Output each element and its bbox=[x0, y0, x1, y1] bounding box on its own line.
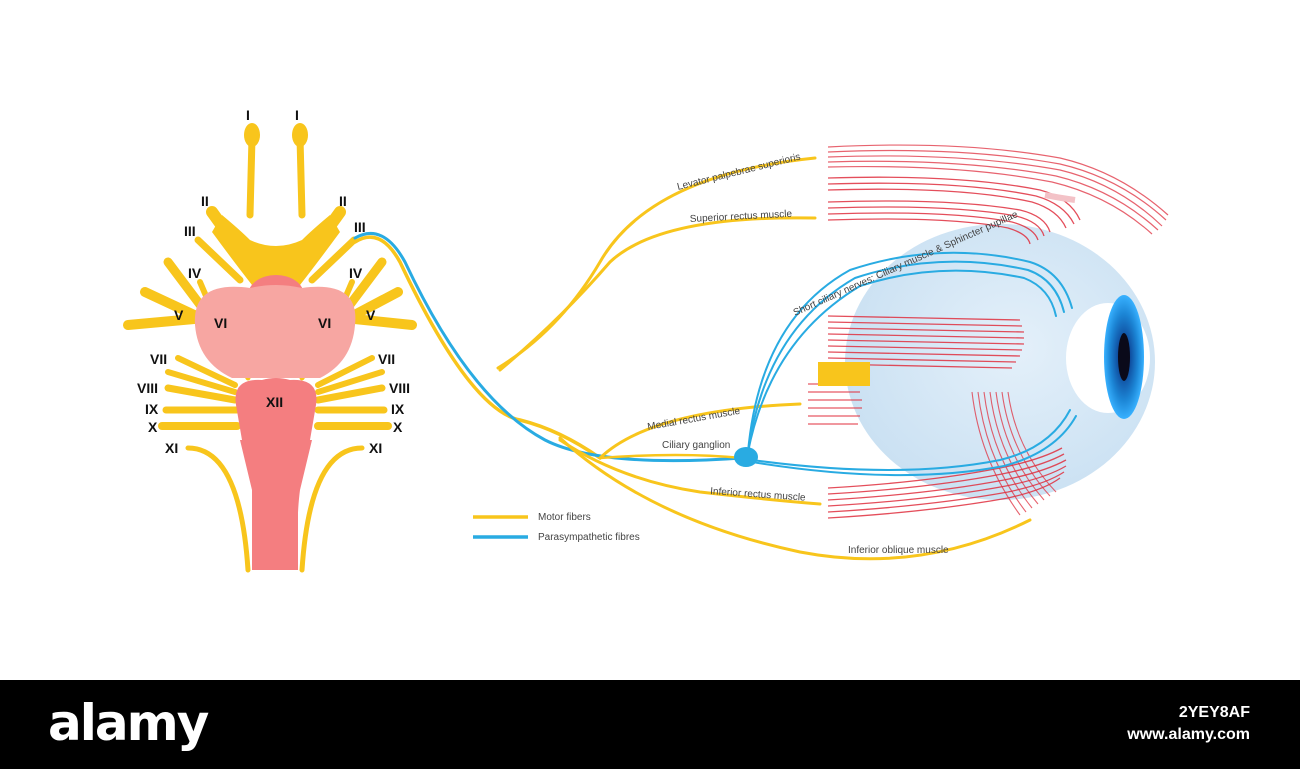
image-id: 2YEY8AF bbox=[1178, 704, 1250, 721]
label-n5-left: V bbox=[174, 307, 184, 323]
label-n4-left: IV bbox=[188, 265, 202, 281]
brainstem-body bbox=[194, 275, 356, 570]
label-inferior-rectus: Inferior rectus muscle bbox=[710, 486, 807, 504]
tendon bbox=[1044, 192, 1076, 203]
label-n1-right: I bbox=[295, 107, 299, 123]
brainstem-group: I I II II III III IV IV V V VI VI VII VI… bbox=[123, 107, 417, 573]
short-ciliary-nerve-5 bbox=[751, 415, 1077, 477]
label-ciliary-ganglion: Ciliary ganglion bbox=[662, 440, 730, 451]
olfactory-bulb-left bbox=[244, 123, 260, 147]
branch-inferior-rectus bbox=[558, 438, 822, 506]
pupil bbox=[1118, 333, 1130, 381]
short-ciliary-nerve-3 bbox=[747, 269, 1057, 453]
label-n8-left: VIII bbox=[137, 380, 158, 396]
nerve-number-labels: I I II II III III IV IV V V VI VI VII VI… bbox=[137, 107, 410, 456]
branch-medial-rectus bbox=[598, 402, 802, 460]
label-n5-right: V bbox=[366, 307, 376, 323]
label-n4-right: IV bbox=[349, 265, 363, 281]
label-superior-rectus: Superior rectus muscle bbox=[690, 209, 793, 225]
label-n2-right: II bbox=[339, 193, 347, 209]
label-medial-rectus: Medial rectus muscle bbox=[647, 406, 742, 433]
alamy-logo: alamy bbox=[48, 694, 209, 752]
legend: Motor fibers Parasympathetic fibres bbox=[473, 512, 640, 543]
label-n3-left: III bbox=[184, 223, 196, 239]
label-n1-left: I bbox=[246, 107, 250, 123]
muscle-levator bbox=[827, 144, 1169, 235]
muscle-inferior-rectus bbox=[827, 447, 1067, 519]
olfactory-bulb-right bbox=[292, 123, 308, 147]
label-n7-right: VII bbox=[378, 351, 395, 367]
cranial-nerve-diagram: I I II II III III IV IV V V VI VI VII VI… bbox=[123, 107, 1169, 573]
motor-root-ganglion bbox=[598, 453, 744, 460]
label-n12: XII bbox=[266, 394, 283, 410]
label-n3-right: III bbox=[354, 219, 366, 235]
site-url: www.alamy.com bbox=[1127, 726, 1250, 743]
label-n7-left: VII bbox=[150, 351, 167, 367]
watermark-footer: alamy 2YEY8AF www.alamy.com bbox=[0, 680, 1300, 769]
label-n9-right: IX bbox=[391, 401, 405, 417]
eye-group bbox=[808, 144, 1169, 519]
label-levator: Levator palpebrae superioris bbox=[676, 152, 802, 193]
nerve-block bbox=[818, 362, 870, 386]
branch-superior-rectus bbox=[498, 216, 817, 372]
label-n11-right: XI bbox=[369, 440, 382, 456]
nerve-pathways bbox=[353, 156, 1077, 561]
legend-parasympathetic-label: Parasympathetic fibres bbox=[538, 532, 640, 543]
label-n9-left: IX bbox=[145, 401, 159, 417]
short-ciliary-nerve-4 bbox=[751, 409, 1071, 471]
branch-levator bbox=[496, 156, 817, 370]
oculomotor-trunk bbox=[353, 235, 602, 460]
optic-chiasm bbox=[212, 215, 340, 285]
label-n6-left: VI bbox=[214, 315, 227, 331]
muscle-inferior-oblique bbox=[971, 391, 1057, 516]
label-n10-left: X bbox=[148, 419, 158, 435]
label-n10-right: X bbox=[393, 419, 403, 435]
label-n6-right: VI bbox=[318, 315, 331, 331]
muscle-medial-rectus bbox=[827, 315, 1025, 369]
label-n11-left: XI bbox=[165, 440, 178, 456]
short-ciliary-nerve-1 bbox=[747, 251, 1073, 453]
label-n8-right: VIII bbox=[389, 380, 410, 396]
ciliary-ganglion-node bbox=[734, 447, 758, 467]
label-n2-left: II bbox=[201, 193, 209, 209]
legend-motor-label: Motor fibers bbox=[538, 512, 591, 523]
parasympathetic-trunk bbox=[353, 232, 744, 463]
muscle-superior-rectus bbox=[827, 176, 1081, 245]
branch-inferior-oblique bbox=[558, 436, 1032, 561]
label-inferior-oblique: Inferior oblique muscle bbox=[848, 545, 949, 556]
short-ciliary-nerve-2 bbox=[747, 260, 1065, 453]
